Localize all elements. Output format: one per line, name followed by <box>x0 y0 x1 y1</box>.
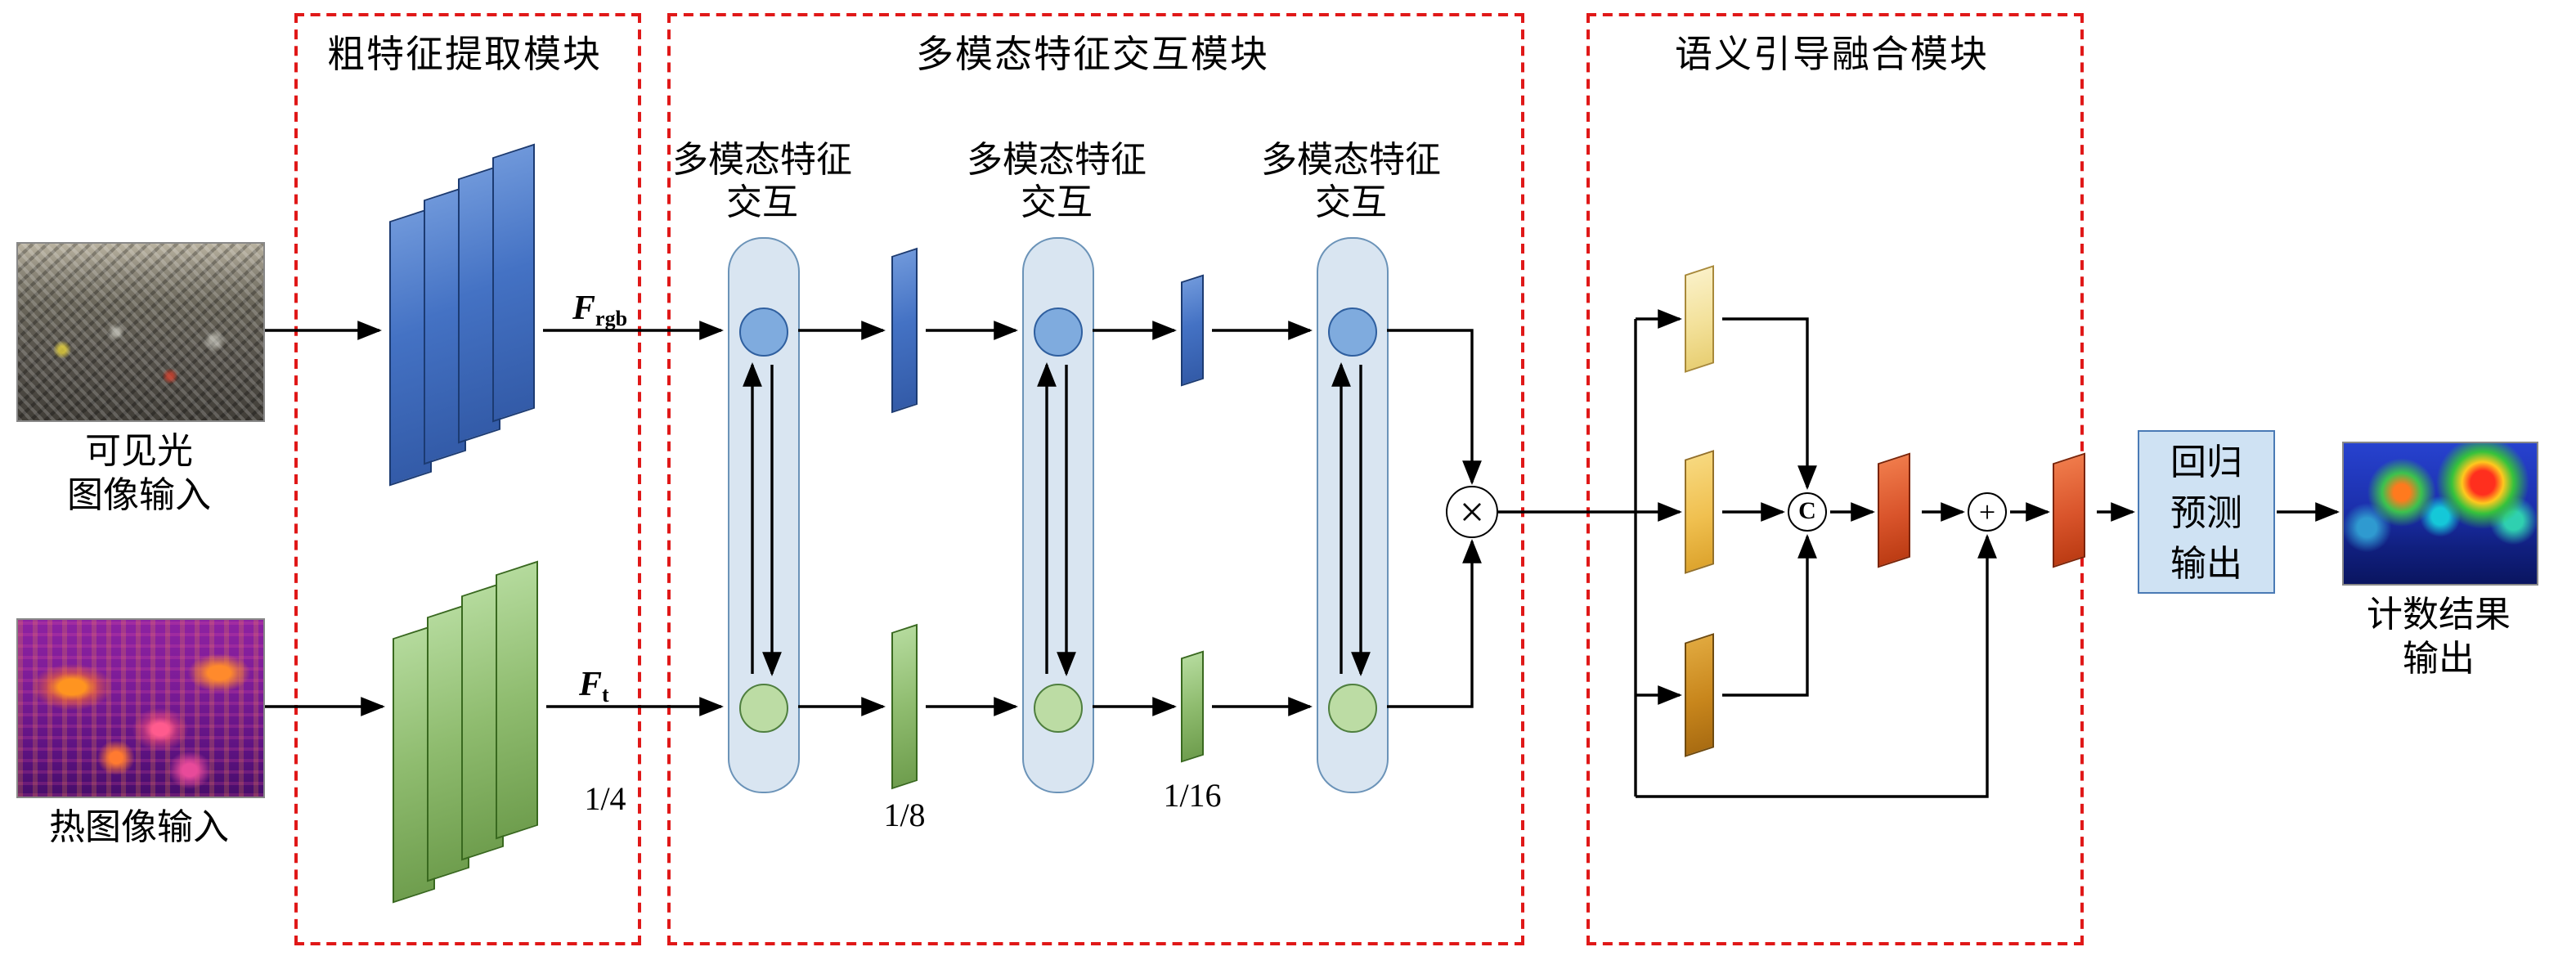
regression-output-box: 回归 预测 输出 <box>2138 430 2275 594</box>
scale-eighth-label: 1/8 <box>883 798 926 834</box>
thermal-feature-stack <box>393 556 543 932</box>
multiply-operator-icon: × <box>1446 486 1498 538</box>
semantic-feature-map-middle <box>1685 450 1714 574</box>
coarse-extraction-module-title: 粗特征提取模块 <box>327 34 602 75</box>
interaction-unit-1-label-line2: 交互 <box>725 182 798 222</box>
interaction-unit-3-rgb-node <box>1328 307 1377 357</box>
interaction-unit-2-label-line2: 交互 <box>1020 182 1093 222</box>
f-t-label: Ft <box>579 664 609 707</box>
f-t-symbol: F <box>579 664 603 703</box>
f-t-subscript: t <box>602 682 609 707</box>
scale-quarter-label: 1/4 <box>584 782 626 818</box>
fused-feature-map-1 <box>1878 452 1910 568</box>
semantic-feature-map-bottom <box>1685 633 1714 757</box>
thermal-feature-map-1-16 <box>1181 650 1204 763</box>
rgb-feature-stack <box>389 139 540 515</box>
rgb-stack-layer <box>492 143 535 423</box>
coarse-extraction-module-box <box>294 13 641 945</box>
concatenate-glyph: C <box>1798 498 1816 524</box>
interaction-unit-1-rgb-node <box>739 307 788 357</box>
f-rgb-symbol: F <box>572 288 596 327</box>
interaction-unit-3 <box>1317 237 1389 793</box>
counting-result-image <box>2342 442 2538 586</box>
counting-result-caption-line2: 输出 <box>2402 638 2475 679</box>
multiply-glyph: × <box>1459 487 1485 536</box>
add-glyph: + <box>1978 496 1996 528</box>
regression-line2: 预测 <box>2170 492 2242 533</box>
scale-sixteenth-label: 1/16 <box>1163 779 1222 815</box>
interaction-unit-3-label-line1: 多模态特征 <box>1260 139 1441 180</box>
interaction-unit-2-thermal-node <box>1034 684 1083 733</box>
semantic-fusion-module-title: 语义引导融合模块 <box>1675 34 1989 75</box>
visible-light-caption-line1: 可见光 <box>84 430 193 471</box>
f-rgb-label: Frgb <box>572 288 628 330</box>
interaction-unit-2-rgb-node <box>1034 307 1083 357</box>
interaction-unit-1 <box>728 237 800 793</box>
visible-light-input-caption: 可见光 图像输入 <box>16 429 262 517</box>
add-operator-icon: + <box>1968 492 2007 532</box>
thermal-input-image <box>16 618 265 798</box>
interaction-unit-3-label-line2: 交互 <box>1314 182 1387 222</box>
interaction-unit-2-label-line1: 多模态特征 <box>966 139 1147 180</box>
multimodal-interaction-module-box <box>667 13 1524 945</box>
interaction-unit-2 <box>1022 237 1094 793</box>
interaction-unit-3-label: 多模态特征 交互 <box>1236 139 1465 224</box>
concatenate-operator-icon: C <box>1788 492 1827 532</box>
thermal-stack-layer <box>496 560 538 840</box>
regression-line1: 回归 <box>2170 442 2242 482</box>
visible-light-caption-line2: 图像输入 <box>66 474 211 515</box>
regression-line3: 输出 <box>2170 543 2242 584</box>
counting-result-caption: 计数结果 输出 <box>2318 592 2560 680</box>
f-rgb-subscript: rgb <box>595 306 628 330</box>
counting-result-caption-line1: 计数结果 <box>2366 594 2511 635</box>
multimodal-interaction-module-title: 多模态特征交互模块 <box>916 34 1269 75</box>
thermal-feature-map-1-8 <box>891 623 918 790</box>
interaction-unit-2-label: 多模态特征 交互 <box>942 139 1171 224</box>
fused-feature-map-2 <box>2053 452 2085 568</box>
visible-light-input-image <box>16 242 265 422</box>
interaction-unit-3-thermal-node <box>1328 684 1377 733</box>
interaction-unit-1-thermal-node <box>739 684 788 733</box>
semantic-fusion-module-box <box>1586 13 2084 945</box>
thermal-input-caption: 热图像输入 <box>48 806 229 847</box>
rgb-feature-map-1-8 <box>891 247 918 414</box>
semantic-feature-map-top <box>1685 265 1714 373</box>
interaction-unit-1-label: 多模态特征 交互 <box>648 139 877 224</box>
interaction-unit-1-label-line1: 多模态特征 <box>671 139 852 180</box>
rgb-feature-map-1-16 <box>1181 274 1204 387</box>
